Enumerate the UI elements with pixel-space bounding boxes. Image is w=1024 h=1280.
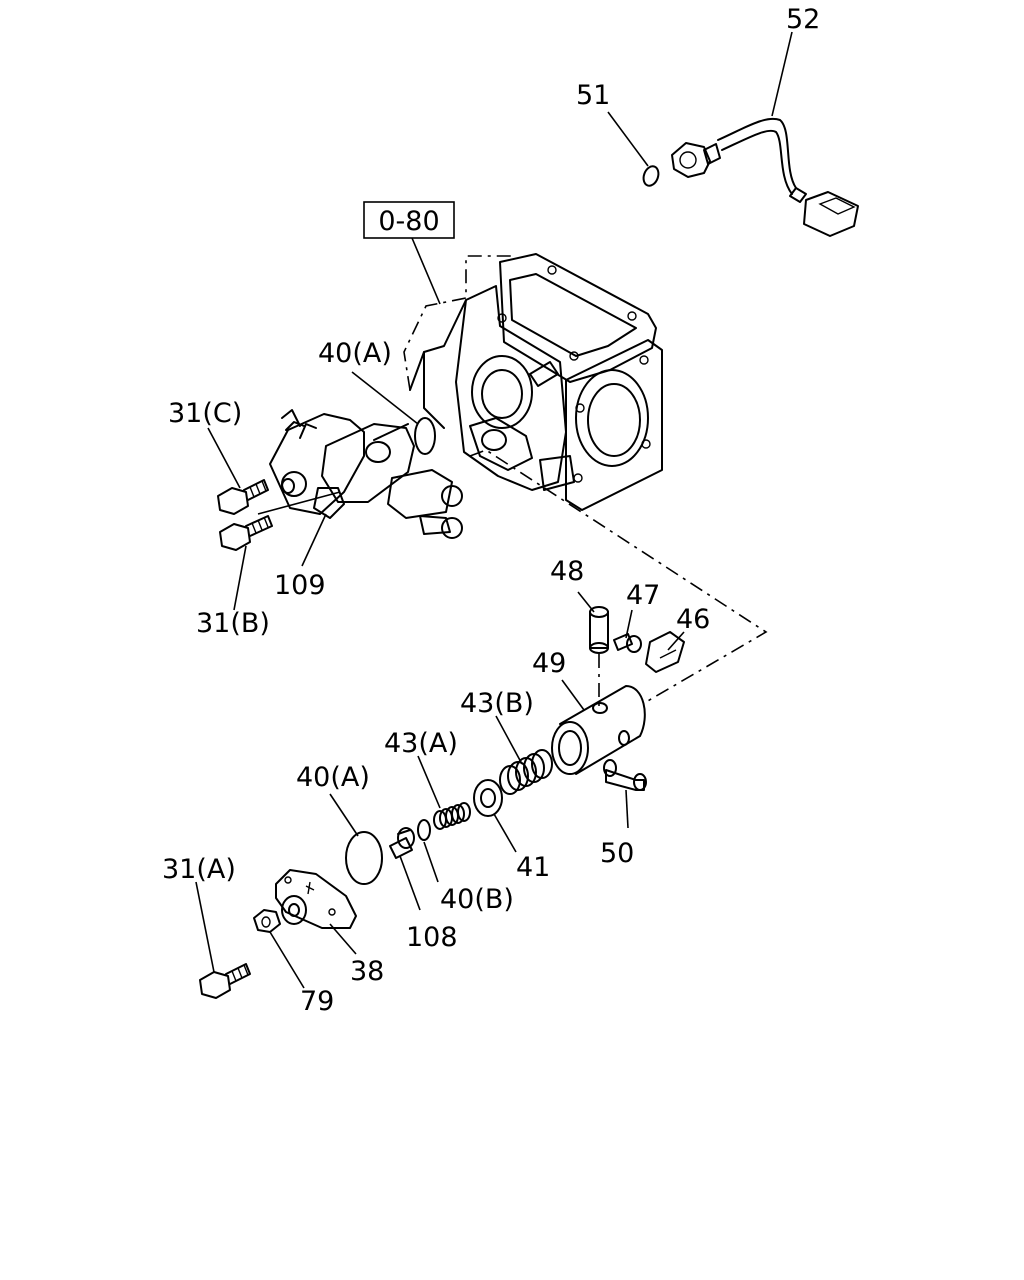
label-51: 51 bbox=[576, 80, 610, 111]
reference-box-label: 0-80 bbox=[378, 206, 439, 237]
label-109: 109 bbox=[274, 570, 326, 601]
part-51-o-ring bbox=[642, 165, 660, 187]
part-41-washer bbox=[473, 779, 503, 817]
label-48: 48 bbox=[550, 556, 584, 587]
assembly-axis-upper bbox=[469, 449, 768, 703]
label-79: 79 bbox=[300, 986, 334, 1017]
part-43b-spring bbox=[499, 749, 553, 795]
label-40a-top: 40(A) bbox=[318, 338, 392, 369]
label-46: 46 bbox=[676, 604, 710, 635]
part-43a-spring bbox=[433, 802, 471, 830]
part-40b-o-ring bbox=[417, 819, 431, 841]
part-109-governor-housing bbox=[269, 409, 463, 539]
part-47-screw bbox=[613, 633, 642, 653]
part-49-sleeve bbox=[551, 685, 646, 775]
part-40a-lower-o-ring bbox=[345, 831, 383, 885]
label-50: 50 bbox=[600, 838, 634, 869]
label-31c: 31(C) bbox=[168, 398, 242, 429]
reference-box: 0-80 bbox=[363, 201, 455, 239]
label-40a-bottom: 40(A) bbox=[296, 762, 370, 793]
label-38: 38 bbox=[350, 956, 384, 987]
part-31a-bolt bbox=[199, 963, 251, 999]
part-50-pin bbox=[603, 759, 647, 791]
label-47: 47 bbox=[626, 580, 660, 611]
label-43a: 43(A) bbox=[384, 728, 458, 759]
part-labels: 52 51 40(A) 31(C) 109 31(B) 48 47 46 49 … bbox=[162, 4, 820, 1017]
label-40b: 40(B) bbox=[440, 884, 514, 915]
reference-leader bbox=[411, 237, 441, 305]
part-48-pin bbox=[589, 606, 609, 654]
label-41: 41 bbox=[516, 852, 550, 883]
pump-housing bbox=[403, 253, 663, 511]
label-52: 52 bbox=[786, 4, 820, 35]
part-38-cover bbox=[275, 869, 357, 929]
leader-lines bbox=[195, 31, 793, 989]
part-108-plunger bbox=[389, 827, 415, 859]
part-52-sensor-harness bbox=[671, 117, 859, 237]
part-46-key bbox=[645, 631, 685, 673]
label-43b: 43(B) bbox=[460, 688, 534, 719]
part-79-nut bbox=[253, 909, 281, 933]
part-31c-bolt bbox=[217, 479, 269, 515]
part-31b-bolt bbox=[219, 515, 273, 551]
label-49: 49 bbox=[532, 648, 566, 679]
bolt-axis-line bbox=[257, 491, 341, 515]
label-108: 108 bbox=[406, 922, 458, 953]
label-31a: 31(A) bbox=[162, 854, 236, 885]
label-31b: 31(B) bbox=[196, 608, 270, 639]
